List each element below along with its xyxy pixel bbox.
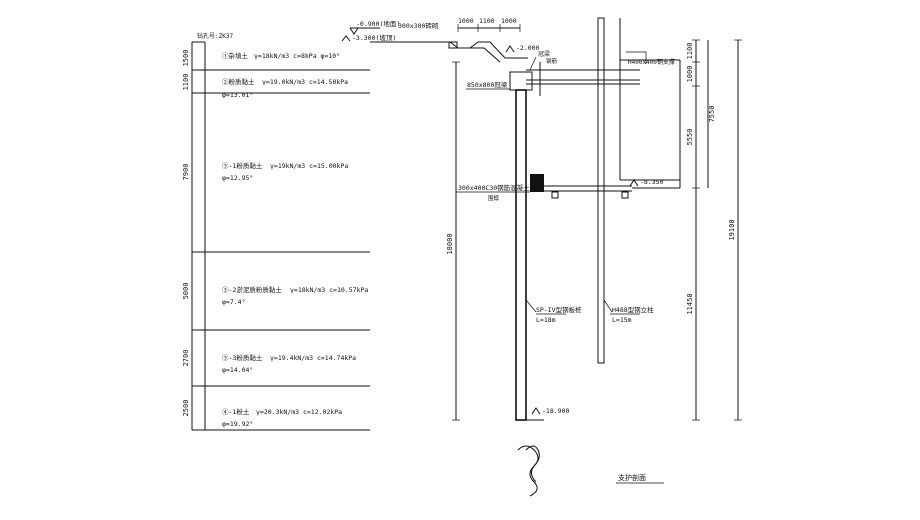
waler-block <box>530 174 544 192</box>
slope-label: 300x300砖砌 <box>398 21 439 30</box>
slope-level: -3.300(坡顶) <box>352 33 396 42</box>
right-dim: 1000 <box>686 66 694 83</box>
steel-column <box>597 17 605 364</box>
top-dim: 1100 <box>479 17 495 25</box>
right-dim: 7550 <box>708 106 716 123</box>
layer-phi: φ=14.04° <box>222 366 253 374</box>
level-triangle <box>341 35 351 42</box>
layer-phi: φ=7.4° <box>222 298 245 306</box>
slope-surface <box>470 47 501 63</box>
layer-name: ②粉质黏土 <box>222 77 255 86</box>
layer-name: ④-1粉土 <box>222 407 250 416</box>
column-label: H488型钢立柱 <box>612 305 654 314</box>
strut-level: -8.350 <box>640 178 664 186</box>
right-dim: 1100 <box>686 43 694 60</box>
level-triangle <box>505 45 515 53</box>
crown-beam-label: 850x800冠梁 <box>467 80 508 89</box>
layer-name: ①杂填土 <box>222 51 249 60</box>
sheet-pile-label: SP-IV型钢板桩 <box>536 305 582 314</box>
top-level: -2.000 <box>516 44 540 52</box>
level-triangle <box>531 407 541 415</box>
layer-thickness: 7900 <box>182 164 190 181</box>
right-total: 19100 <box>728 219 736 240</box>
top-dim: 1000 <box>458 17 474 25</box>
layer-name: ③-3粉质黏土 <box>222 353 263 362</box>
layer-name: ③-2淤泥质粉质黏土 <box>222 285 282 294</box>
layer-thickness: 2500 <box>182 400 190 417</box>
layer-params: γ=19.0kN/m3 c=14.50kPa <box>262 78 348 86</box>
drain-ditch <box>448 41 458 49</box>
layer-params: γ=18kN/m3 c=10.57kPa <box>290 286 368 294</box>
support-section: -0.900(地面) 300x300砖砌 -3.300(坡顶) 1000 110… <box>341 17 742 497</box>
layer-name: ③-1粉质黏土 <box>222 161 263 170</box>
ground-slope-line <box>370 41 528 59</box>
bracket <box>551 191 559 199</box>
layer-phi: φ=19.92° <box>222 420 253 428</box>
waler-label: 300x400C30钢筋混凝土 <box>458 183 530 192</box>
layer-thickness: 1500 <box>182 50 190 67</box>
layer-params: γ=18kN/m3 c=8kPa φ=10° <box>254 52 340 60</box>
sheet-pile-profile <box>517 445 540 497</box>
sheet-pile-wall <box>515 89 527 421</box>
bracket <box>621 191 629 199</box>
borehole-name: 钻孔号:ZK37 <box>197 32 233 40</box>
total-depth: 18000 <box>446 233 454 254</box>
level-triangle <box>629 179 639 187</box>
ground-level: -0.900(地面) <box>356 19 400 28</box>
level-triangle <box>349 27 359 35</box>
layer-thickness: 5000 <box>182 283 190 300</box>
beam-note: 钢筋 <box>546 57 558 65</box>
caption: 支护剖面 <box>618 473 646 482</box>
soil-column: 钻孔号:ZK37 1500 1100 7900 5000 2700 2500 ①… <box>182 32 370 431</box>
layer-phi: φ=12.95° <box>222 174 253 182</box>
layer-params: γ=20.3kN/m3 c=12.02kPa <box>256 408 342 416</box>
top-dim: 1000 <box>501 17 517 25</box>
layer-params: γ=19kN/m3 c=15.00kPa <box>270 162 348 170</box>
layer-thickness: 1100 <box>182 74 190 91</box>
beam-label: 冠梁 <box>538 50 550 58</box>
bottom-level: -18.900 <box>542 407 569 415</box>
column-length: L=15m <box>612 316 632 324</box>
sheet-pile-length: L=18m <box>536 316 556 324</box>
waler-note: 围檩 <box>488 194 500 202</box>
layer-phi: φ=13.01° <box>222 91 253 99</box>
right-dim: 5550 <box>686 129 694 146</box>
layer-thickness: 2700 <box>182 350 190 367</box>
crown-beam <box>509 71 533 91</box>
support-label: H400x400钢支撑 <box>628 58 675 66</box>
right-dim: 11450 <box>686 293 694 314</box>
layer-params: γ=19.4kN/m3 c=14.74kPa <box>270 354 356 362</box>
